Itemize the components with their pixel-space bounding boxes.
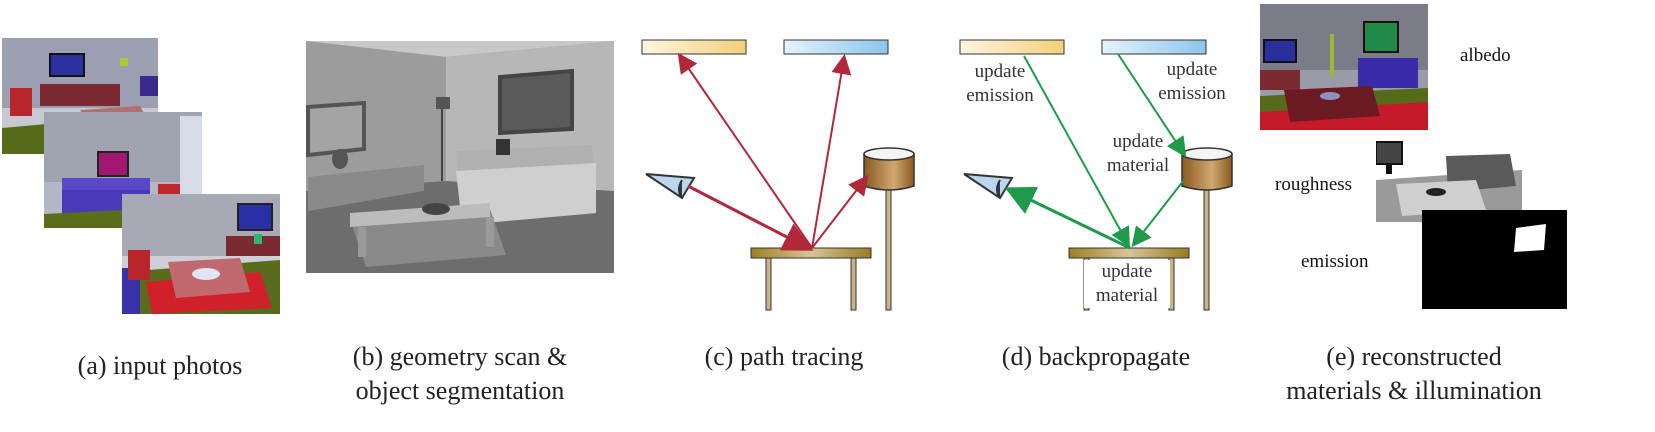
geometry-scan-panel <box>306 41 614 273</box>
label-update-emission-left: update emission <box>966 61 1034 106</box>
label-update-emission-right: update emission <box>1158 59 1226 104</box>
caption-reconstructed-line1: (e) reconstructed <box>1326 342 1502 371</box>
caption-reconstructed: (e) reconstructed materials & illuminati… <box>1262 340 1566 408</box>
caption-backpropagate: (d) backpropagate <box>976 340 1216 374</box>
input-photos-panel <box>0 36 282 316</box>
cool-light-source <box>1101 39 1207 55</box>
label-update-material-table: update material <box>1084 260 1170 308</box>
label-update-material-lamp: update material <box>1106 131 1170 176</box>
albedo-image <box>1260 4 1428 130</box>
camera-eye-icon <box>963 173 1014 200</box>
label-roughness: roughness <box>1275 174 1353 195</box>
warm-light-source <box>959 39 1065 55</box>
caption-path-tracing-text: (c) path tracing <box>704 342 864 371</box>
caption-input-photos-text: (a) input photos <box>77 351 243 380</box>
lamp-object <box>863 147 915 311</box>
warm-light-source <box>641 39 747 55</box>
geometry-scan-render <box>306 41 614 273</box>
input-photo-stack <box>2 38 280 314</box>
albedo-map <box>1260 4 1428 130</box>
emission-map <box>1422 210 1567 309</box>
roughness-map <box>1375 140 1522 222</box>
caption-path-tracing: (c) path tracing <box>664 340 904 374</box>
backpropagate-diagram <box>959 39 1233 311</box>
label-emission: emission <box>1301 251 1369 272</box>
trace-rays <box>677 52 869 251</box>
caption-geometry-scan: (b) geometry scan & object segmentation <box>300 340 620 408</box>
camera-eye-icon <box>645 173 696 200</box>
cool-light-source <box>783 39 889 55</box>
roughness-image <box>1375 140 1522 222</box>
emission-image <box>1422 210 1567 309</box>
caption-backpropagate-text: (d) backpropagate <box>1001 342 1191 371</box>
backpropagate-panel: update emission update emission update m… <box>948 30 1238 314</box>
caption-geometry-line2: object segmentation <box>355 376 565 405</box>
table-object <box>750 247 872 311</box>
label-albedo: albedo <box>1460 45 1511 66</box>
lamp-object <box>1181 147 1233 311</box>
caption-reconstructed-line2: materials & illumination <box>1286 376 1542 405</box>
backprop-arrows <box>1004 53 1187 250</box>
caption-input-photos: (a) input photos <box>20 349 300 383</box>
path-tracing-panel <box>630 30 920 314</box>
path-tracing-diagram <box>641 39 915 311</box>
input-photo-3 <box>122 194 280 314</box>
caption-geometry-line1: (b) geometry scan & <box>352 342 568 371</box>
